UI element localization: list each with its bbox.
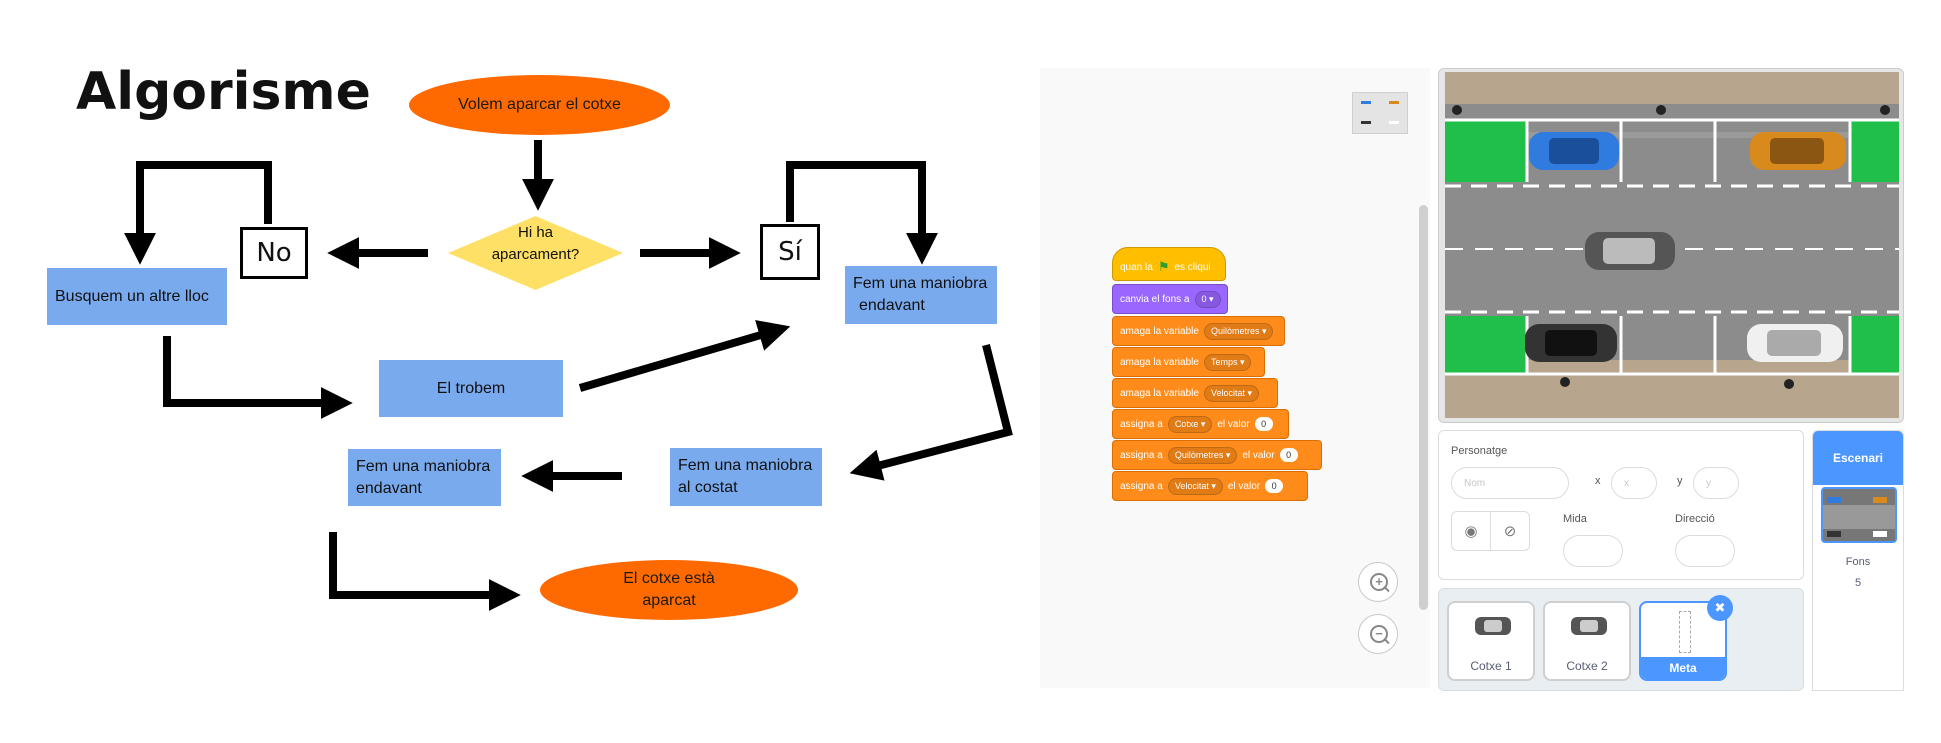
answer-yes: Sí (760, 224, 820, 280)
sideways-maneuver-box: Fem una maniobra al costat (670, 448, 822, 506)
sprite-tile-cotxe-1[interactable]: Cotxe 1 (1447, 601, 1535, 681)
hide-variable-block-3[interactable]: amaga la variable Velocitat (1112, 378, 1278, 408)
backdrops-count: 5 (1854, 577, 1862, 589)
zoom-out-button[interactable]: − (1358, 614, 1398, 654)
sprite-tile-cotxe-2[interactable]: Cotxe 2 (1543, 601, 1631, 681)
sprite-tile-meta[interactable]: ✖ Meta (1639, 595, 1733, 681)
finish-line-sprite-icon (1679, 611, 1691, 653)
arrow-look-elsewhere-to-found (163, 336, 353, 419)
flowchart-arrows (124, 140, 1013, 611)
delete-sprite-icon[interactable]: ✖ (1707, 595, 1733, 621)
look-elsewhere-box: Busquem un altre lloc (47, 268, 227, 325)
variable-dropdown[interactable]: Cotxe (1167, 415, 1213, 433)
size-label: Mida (1563, 513, 1587, 525)
arrow-found-to-forward (578, 320, 791, 392)
flowchart-title: Algorisme (76, 62, 371, 122)
x-input[interactable]: x (1611, 467, 1657, 499)
hide-variable-block-2[interactable]: amaga la variable Temps (1112, 347, 1265, 377)
y-input[interactable]: y (1693, 467, 1739, 499)
variable-dropdown[interactable]: Temps (1203, 353, 1252, 371)
decision-text: Hi ha aparcament? (491, 224, 580, 263)
found-it-box: El trobem (379, 360, 563, 417)
variable-dropdown[interactable]: Quilòmetres (1167, 446, 1238, 464)
backdrops-label: Fons (1845, 556, 1871, 568)
variable-dropdown[interactable]: Velocitat (1167, 477, 1223, 495)
forward-maneuver-left-box: Fem una maniobra endavant (348, 449, 501, 506)
hide-variable-block-1[interactable]: amaga la variable Quilòmetres (1112, 316, 1285, 346)
direction-input[interactable] (1675, 535, 1735, 567)
backdrop-thumbnail (1821, 487, 1897, 543)
stage-canvas[interactable] (1438, 68, 1904, 423)
value-input[interactable]: 0 (1279, 448, 1298, 462)
sprite-list: Cotxe 1 Cotxe 2 ✖ Meta (1438, 588, 1804, 691)
x-label: x (1595, 475, 1601, 487)
show-sprite-button[interactable]: ◉ (1451, 511, 1491, 551)
car-sprite-icon (1475, 617, 1511, 635)
value-input[interactable]: 0 (1254, 417, 1273, 431)
stage-selector[interactable]: Escenari Fons 5 (1812, 430, 1904, 691)
flowchart: Algorisme Volem aparcar el cotxe Hi ha a… (47, 62, 1013, 620)
code-area-scrollbar[interactable] (1419, 205, 1428, 610)
when-flag-clicked-block[interactable]: quan la ⚑ es cliqui (1112, 247, 1226, 281)
start-terminal: Volem aparcar el cotxe (409, 75, 670, 135)
car-sprite-icon (1571, 617, 1607, 635)
eye-slash-icon: ⊘ (1503, 523, 1517, 540)
end-terminal: El cotxe està aparcat (540, 560, 798, 620)
sprite-info-panel: Personatge Nom x x y y ◉ ⊘ Mida Direcció (1438, 430, 1804, 580)
forward-maneuver-box: Fem una maniobra endavant (845, 266, 997, 324)
answer-no: No (240, 227, 308, 279)
arrow-forward-to-sideways (849, 344, 1013, 481)
value-input[interactable]: 0 (1265, 479, 1284, 493)
decision-diamond (448, 216, 623, 290)
backdrop-dropdown[interactable]: 0 (1194, 290, 1221, 308)
variable-dropdown[interactable]: Velocitat (1203, 384, 1259, 402)
y-label: y (1677, 475, 1683, 487)
green-flag-icon: ⚑ (1157, 259, 1170, 274)
sprite-label: Personatge (1451, 445, 1508, 457)
zoom-in-button[interactable]: + (1358, 562, 1398, 602)
set-variable-block-2[interactable]: assigna a Quilòmetres el valor 0 (1112, 440, 1322, 470)
arrow-no-to-look-elsewhere (124, 161, 272, 265)
hide-sprite-button[interactable]: ⊘ (1490, 511, 1530, 551)
arrow-forward-left-to-end (329, 532, 521, 611)
set-variable-block-1[interactable]: assigna a Cotxe el valor 0 (1112, 409, 1289, 439)
variable-dropdown[interactable]: Quilòmetres (1203, 322, 1274, 340)
switch-backdrop-block[interactable]: canvia el fons a 0 (1112, 284, 1228, 314)
parking-scene (1445, 72, 1899, 418)
size-input[interactable] (1563, 535, 1623, 567)
direction-label: Direcció (1675, 513, 1715, 525)
stage-header: Escenari (1813, 431, 1903, 485)
arrow-yes-to-forward (786, 161, 938, 265)
set-variable-block-3[interactable]: assigna a Velocitat el valor 0 (1112, 471, 1308, 501)
sprite-name-input[interactable]: Nom (1451, 467, 1569, 499)
sprite-preview-thumbnail (1352, 92, 1408, 134)
eye-icon: ◉ (1464, 523, 1478, 540)
